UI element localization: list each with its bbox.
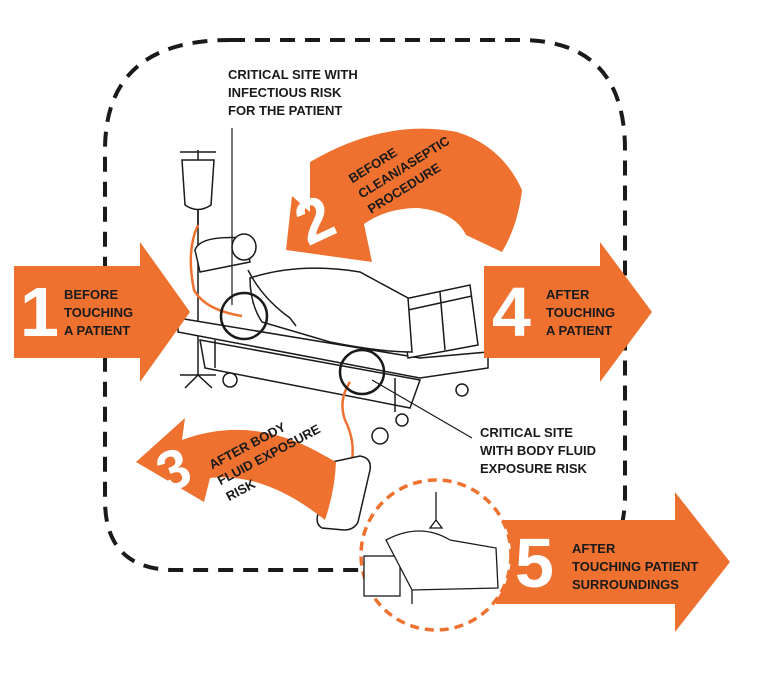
- moment-1-number: 1: [20, 273, 59, 351]
- moment-1-arrow: [14, 242, 190, 382]
- moment-5-label: AFTER TOUCHING PATIENT SURROUNDINGS: [572, 541, 699, 592]
- moment-5-number: 5: [515, 524, 554, 602]
- infectious-site-marker: [219, 291, 269, 341]
- moment-4-label: AFTER TOUCHING A PATIENT: [546, 287, 616, 338]
- moment-1-label: BEFORE TOUCHING A PATIENT: [64, 287, 134, 338]
- iv-stand-illustration: [180, 150, 243, 389]
- surroundings-illustration: [363, 492, 499, 604]
- moment-2-arrow: [286, 128, 522, 262]
- critical-site-body-fluid-label: CRITICAL SITE WITH BODY FLUID EXPOSURE R…: [480, 425, 597, 476]
- moment-3-arrow: [136, 418, 336, 520]
- patient-zone-boundary: [103, 38, 627, 572]
- moment-4-number: 4: [492, 273, 531, 351]
- callout-lines: [231, 128, 473, 439]
- moment-4-arrow: [484, 242, 652, 382]
- critical-site-infectious-label: CRITICAL SITE WITH INFECTIOUS RISK FOR T…: [228, 67, 358, 118]
- hospital-bed-illustration: [177, 233, 489, 445]
- body-fluid-site-marker: [338, 348, 386, 396]
- moment-5-arrow: [496, 492, 730, 632]
